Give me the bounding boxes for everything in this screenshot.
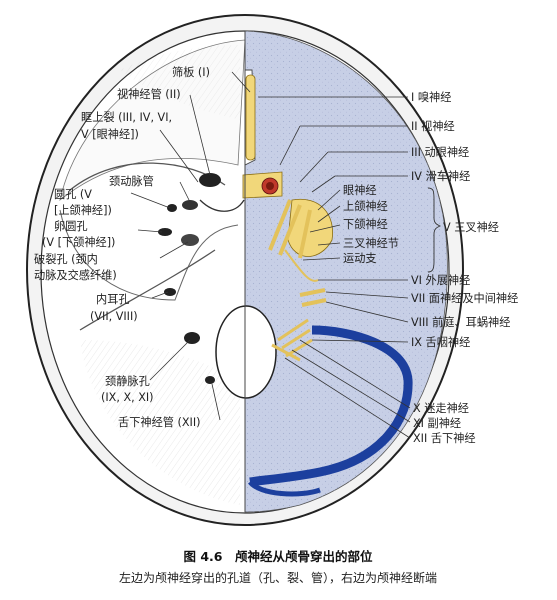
label-ophthalmic-nerve: 眼神经	[343, 183, 377, 197]
label-cribriform-plate: 筛板 (I)	[172, 65, 210, 79]
trigeminal-bracket	[427, 187, 442, 273]
label-vagus-nerve: X 迷走神经	[413, 401, 469, 415]
label-internal-acoustic-meatus-2: (VII, VIII)	[90, 310, 138, 323]
label-foramen-ovale: 卵圆孔	[54, 220, 88, 233]
right-leader-lines	[258, 96, 411, 439]
label-internal-acoustic-meatus: 内耳孔	[96, 292, 130, 306]
label-foramen-lacerum: 破裂孔 (颈内	[34, 252, 98, 266]
label-vestibulocochlear-nerve: VIII 前庭、耳蜗神经	[411, 315, 510, 329]
label-accessory-nerve: XI 副神经	[413, 416, 461, 430]
left-leader-lines	[130, 71, 251, 421]
caption-title: 图 4.6 颅神经从颅骨穿出的部位	[184, 549, 373, 564]
middle-fossa-left	[59, 209, 239, 301]
anterior-fossa-shading	[120, 45, 240, 120]
foramen-ovale-left	[158, 228, 172, 236]
label-hypoglossal-nerve: XII 舌下神经	[413, 431, 476, 445]
label-oculomotor-nerve: III 动眼神经	[411, 145, 469, 159]
label-foramen-lacerum-2: 动脉及交感纤维)	[34, 268, 117, 282]
label-abducens-nerve: VI 外展神经	[411, 273, 470, 287]
hypoglossal-canal-left	[205, 376, 215, 384]
label-carotid-canal: 颈动脉管	[109, 174, 154, 188]
optic-canal-left	[199, 173, 221, 187]
label-jugular-foramen: 颈静脉孔	[105, 374, 150, 388]
posterior-fossa-left-shading	[80, 340, 240, 505]
sinus-lower	[248, 480, 321, 497]
carotid-lumen	[266, 182, 274, 190]
label-glossopharyngeal-nerve: IX 舌咽神经	[411, 335, 470, 349]
caption-subtitle: 左边为颅神经穿出的孔道（孔、裂、管），右边为颅神经断端	[119, 570, 437, 585]
dura-right-texture	[245, 31, 448, 512]
trigeminal-ganglion	[287, 198, 334, 257]
label-olfactory-nerve: I 嗅神经	[411, 90, 451, 104]
jugular-foramen-left	[184, 332, 200, 344]
abducens-nerve	[284, 249, 319, 282]
label-trochlear-nerve: IV 滑车神经	[411, 169, 470, 183]
carotid-canal-left	[182, 200, 198, 210]
label-foramen-ovale-2: (V [下颌神经])	[42, 235, 115, 249]
foramen-rotundum-left	[167, 204, 177, 212]
transverse-sigmoid-sinus	[249, 325, 413, 487]
label-motor-branch: 运动支	[343, 252, 377, 265]
internal-acoustic-meatus-left	[164, 288, 176, 296]
trigeminal-branches	[268, 199, 312, 259]
label-superior-orbital-fissure-2: V [眼神经])	[81, 127, 139, 141]
label-trigeminal-ganglion: 三叉神经节	[343, 236, 399, 250]
petrous-ridge-left	[79, 249, 216, 331]
label-facial-nerve: VII 面神经及中间神经	[411, 291, 518, 305]
label-optic-canal: 视神经管 (II)	[117, 87, 181, 101]
sella-turcica	[199, 199, 245, 212]
label-optic-nerve: II 视神经	[411, 119, 455, 133]
label-foramen-rotundum: 圆孔 (V	[54, 188, 92, 201]
label-foramen-rotundum-2: [上颌神经])	[54, 203, 112, 217]
label-superior-orbital-fissure: 眶上裂 (III, IV, VI,	[81, 111, 172, 124]
label-hypoglossal-canal: 舌下神经管 (XII)	[118, 415, 201, 429]
facial-vestibulocochlear-nerves	[299, 288, 327, 307]
label-mandibular-nerve: 下颌神经	[343, 217, 388, 231]
label-jugular-foramen-2: (IX, X, XI)	[101, 391, 154, 404]
foramen-magnum	[215, 305, 277, 399]
olfactory-bulb	[245, 74, 256, 161]
label-maxillary-nerve: 上颌神经	[343, 199, 388, 213]
hypoglossal-nerve	[271, 343, 301, 362]
label-trigeminal-nerve: V 三叉神经	[443, 220, 499, 234]
